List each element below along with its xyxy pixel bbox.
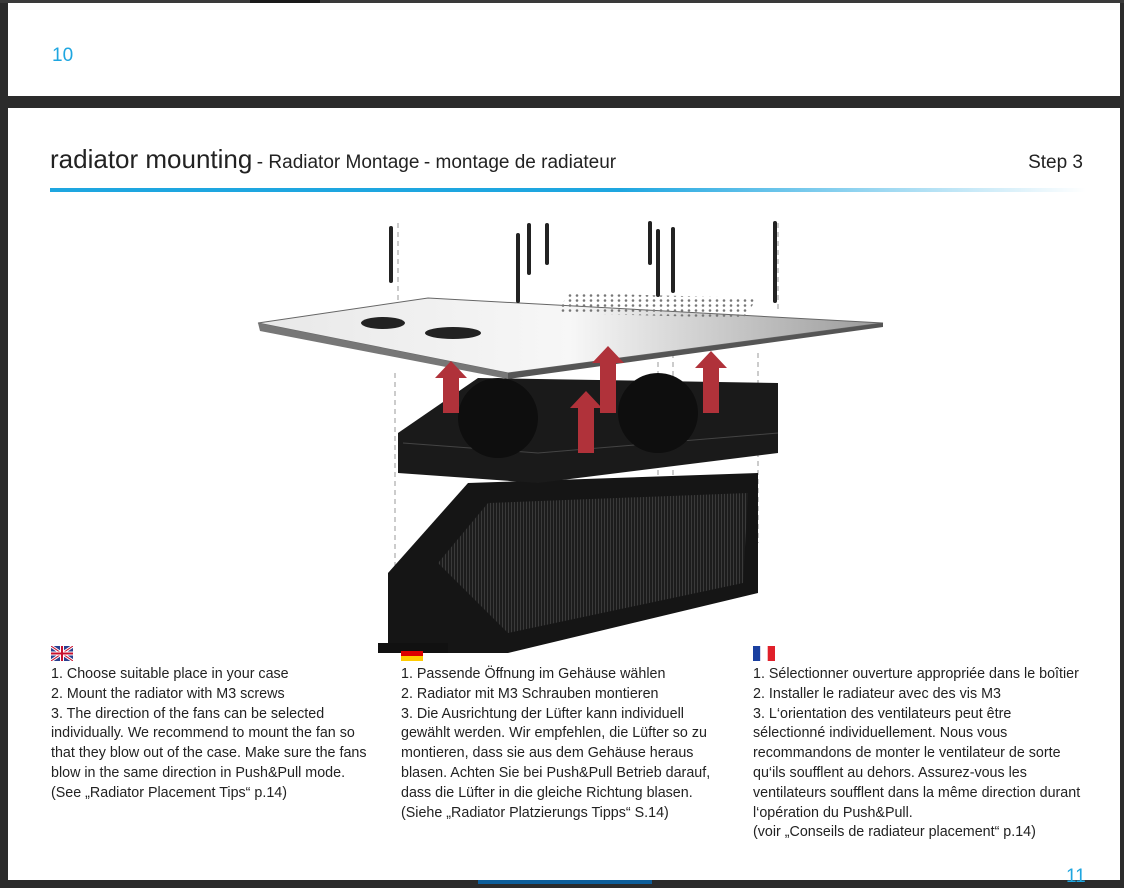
toolbar-marker <box>250 0 320 3</box>
radiator <box>378 473 758 653</box>
german-flag-icon <box>401 646 423 661</box>
instruction-line: 3. L‘orientation des ventilateurs peut ê… <box>753 705 1081 821</box>
title-german: - Radiator Montage <box>256 152 420 173</box>
title-english: radiator mounting <box>50 144 253 174</box>
instruction-reference: (voir „Conseils de radiateur placement“ … <box>753 824 1036 841</box>
instructions-french: 1. Sélectionner ouverture appropriée dan… <box>753 646 1083 843</box>
radiator-mounting-illustration <box>257 221 884 653</box>
instructions-german: 1. Passende Öffnung im Gehäuse wählen 2.… <box>401 646 731 823</box>
french-flag-icon <box>753 646 775 661</box>
viewer-top-bar <box>0 0 1124 3</box>
instruction-reference: (Siehe „Radiator Platzierungs Tipps“ S.1… <box>401 804 669 821</box>
instruction-line: 1. Sélectionner ouverture appropriée dan… <box>753 666 1079 682</box>
screws <box>389 221 777 303</box>
page-number: 10 <box>52 45 74 66</box>
instructions-english: 1. Choose suitable place in your case 2.… <box>51 646 381 804</box>
airflow-arrows <box>435 346 727 453</box>
instruction-line: 3. The direction of the fans can be sele… <box>51 705 367 781</box>
page-number: 11 <box>1066 866 1086 887</box>
instruction-line: 2. Mount the radiator with M3 screws <box>51 685 285 702</box>
case-panel <box>257 293 884 379</box>
instruction-line: 2. Installer le radiateur avec des vis M… <box>753 685 1001 702</box>
instruction-reference: (See „Radiator Placement Tips“ p.14) <box>51 784 288 801</box>
uk-flag-icon <box>51 646 73 661</box>
step-label: Step 3 <box>1028 152 1083 173</box>
title-rule <box>50 188 1086 192</box>
page-10: 10 <box>8 3 1120 96</box>
page-11: radiator mounting - Radiator Montage - m… <box>8 108 1120 887</box>
instruction-line: 3. Die Ausrichtung der Lüfter kann indiv… <box>401 705 711 801</box>
instruction-line: 1. Choose suitable place in your case <box>51 666 289 682</box>
viewer-scroll-indicator[interactable] <box>478 880 652 884</box>
page-title: radiator mounting - Radiator Montage - m… <box>50 144 616 175</box>
title-french: - montage de radiateur <box>423 152 617 173</box>
instruction-line: 1. Passende Öffnung im Gehäuse wählen <box>401 666 666 682</box>
instruction-line: 2. Radiator mit M3 Schrauben montieren <box>401 685 659 702</box>
